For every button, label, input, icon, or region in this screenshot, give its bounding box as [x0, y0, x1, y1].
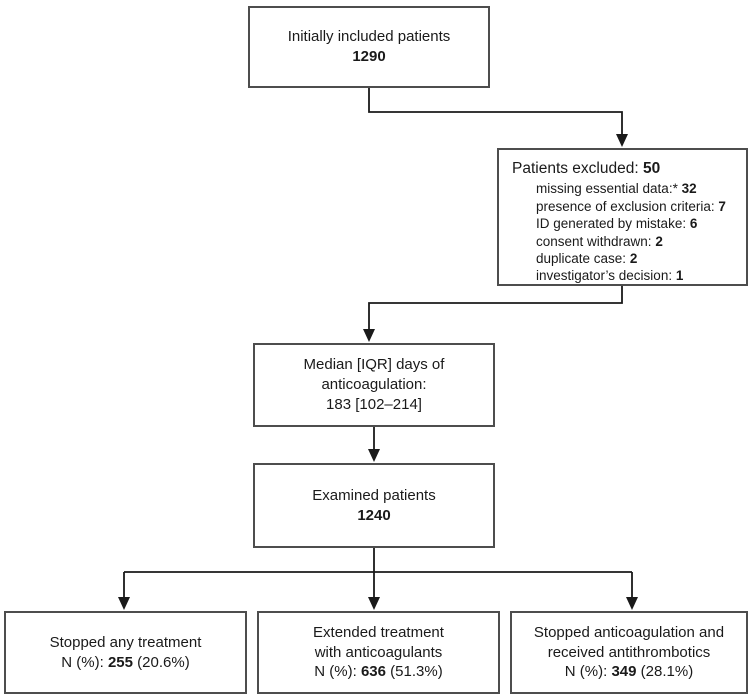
- box-extended-treatment: Extended treatment with anticoagulants N…: [257, 611, 500, 694]
- exclusion-item-count: 1: [675, 268, 684, 284]
- exclusion-item-exclusion-criteria: presence of exclusion criteria: 7: [536, 198, 726, 215]
- initially-included-count: 1290: [352, 48, 386, 65]
- stopped-anticoag-count-line: N (%): 349 (28.1%): [565, 662, 693, 682]
- extended-label-line1: Extended treatment: [313, 623, 444, 641]
- extended-count-line: N (%): 636 (51.3%): [314, 662, 442, 682]
- arrowhead-into-median: [363, 329, 375, 342]
- exclusion-item-id-mistake: ID generated by mistake: 6: [536, 215, 697, 232]
- stopped-any-label: Stopped any treatment: [49, 633, 202, 651]
- examined-patients-count: 1240: [357, 506, 391, 524]
- n-suffix: (20.6%): [133, 653, 190, 671]
- examined-patients-label: Examined patients: [312, 486, 436, 504]
- n-suffix: (28.1%): [636, 663, 694, 681]
- n-prefix: N (%):: [314, 663, 361, 681]
- box-patients-excluded: Patients excluded: 50 missing essential …: [497, 148, 748, 286]
- n-prefix: N (%):: [61, 653, 108, 671]
- exclusion-item-investigator-decision: investigator’s decision: 1: [536, 267, 683, 284]
- arrowhead-into-examined: [368, 449, 380, 462]
- exclusion-item-count: 32: [681, 181, 697, 197]
- n-prefix: N (%):: [564, 663, 612, 681]
- n-value: 349: [611, 663, 637, 681]
- exclusion-item-count: 2: [655, 233, 663, 249]
- median-iqr-text: Median [IQR] days of anticoagulation: 18…: [303, 356, 445, 413]
- arrowhead-into-stopped-any: [118, 597, 130, 610]
- box-median-iqr: Median [IQR] days of anticoagulation: 18…: [253, 343, 495, 427]
- n-value: 255: [107, 653, 133, 671]
- excluded-title-label: Patients excluded:: [512, 160, 643, 177]
- arrowhead-into-excluded: [616, 134, 628, 147]
- box-stopped-any-treatment: Stopped any treatment N (%): 255 (20.6%): [4, 611, 247, 694]
- exclusion-item-consent-withdrawn: consent withdrawn: 2: [536, 233, 663, 250]
- exclusion-item-label: ID generated by mistake:: [536, 216, 690, 232]
- exclusion-item-count: 7: [718, 198, 726, 214]
- stopped-anticoag-label-line2: received antithrombotics: [547, 643, 711, 661]
- exclusion-item-count: 2: [629, 251, 638, 267]
- exclusion-item-missing-data: missing essential data:* 32: [536, 180, 697, 197]
- arrowhead-into-stopped-anticoag: [626, 597, 638, 610]
- n-value: 636: [360, 663, 386, 681]
- excluded-title: Patients excluded: 50: [512, 159, 660, 179]
- n-suffix: (51.3%): [386, 663, 443, 681]
- exclusion-item-duplicate-case: duplicate case: 2: [536, 250, 637, 267]
- initially-included-label: Initially included patients: [287, 28, 451, 46]
- box-stopped-anticoagulation: Stopped anticoagulation and received ant…: [510, 611, 748, 694]
- arrowhead-into-extended: [368, 597, 380, 610]
- exclusion-item-label: presence of exclusion criteria:: [536, 198, 719, 214]
- exclusion-item-label: duplicate case:: [536, 251, 630, 267]
- excluded-title-count: 50: [642, 160, 661, 177]
- exclusion-item-count: 6: [689, 216, 698, 232]
- extended-label-line2: with anticoagulants: [314, 643, 443, 661]
- box-examined-patients: Examined patients 1240: [253, 463, 495, 548]
- exclusion-item-label: missing essential data:*: [536, 181, 682, 197]
- connector-excluded-to-median: [368, 286, 623, 330]
- box-initially-included: Initially included patients 1290: [248, 6, 490, 88]
- connector-initial-to-excluded: [368, 88, 623, 135]
- connector-examined-to-outcomes: [123, 548, 633, 598]
- stopped-any-count-line: N (%): 255 (20.6%): [61, 653, 189, 673]
- exclusion-item-label: consent withdrawn:: [536, 233, 656, 249]
- exclusion-item-label: investigator’s decision:: [536, 268, 676, 284]
- stopped-anticoag-label-line1: Stopped anticoagulation and: [533, 623, 725, 641]
